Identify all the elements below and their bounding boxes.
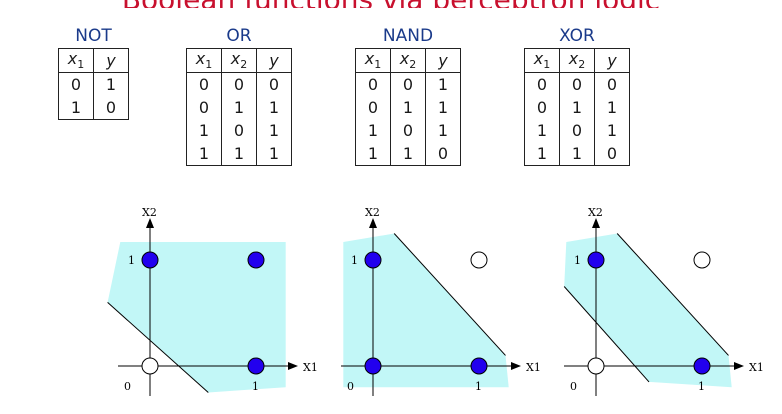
decision-boundary-xor-1 [616, 233, 729, 356]
y-axis-label: X2 [142, 206, 157, 219]
decision-region-xor [564, 233, 732, 388]
col-x1: x1 [524, 48, 560, 73]
cell: 1 [256, 142, 292, 166]
cell: 0 [93, 96, 129, 120]
y-tick-label: 1 [574, 254, 581, 267]
data-point-filled [247, 357, 265, 375]
origin-label: 0 [124, 380, 131, 393]
cell: 1 [425, 119, 461, 142]
decision-boundary-nand-0 [393, 233, 506, 356]
data-point-empty [587, 357, 605, 375]
y-tick-label: 1 [128, 254, 135, 267]
col-x1: x1 [58, 48, 94, 73]
x-axis-arrow-icon [734, 362, 744, 370]
data-point-empty [141, 357, 159, 375]
cell: 1 [594, 119, 630, 142]
x-axis-arrow-icon [288, 362, 298, 370]
cell: 0 [594, 142, 630, 166]
y-axis-label: X2 [588, 206, 603, 219]
y-axis-label: X2 [365, 206, 380, 219]
table-title-xor: XOR [559, 26, 595, 46]
col-y: y [256, 48, 292, 73]
x-axis-arrow-icon [511, 362, 521, 370]
col-y: y [425, 48, 461, 73]
data-point-filled [587, 251, 605, 269]
x-axis-label: X1 [303, 361, 318, 374]
origin-label: 0 [570, 380, 577, 393]
data-point-filled [364, 251, 382, 269]
x-tick-label: 1 [698, 380, 705, 393]
col-x1: x1 [186, 48, 222, 73]
cell: 1 [425, 72, 461, 96]
y-axis-arrow-icon [369, 218, 377, 228]
col-x2: x2 [559, 48, 595, 73]
decision-region-or [107, 242, 286, 393]
data-point-filled [470, 357, 488, 375]
table-title-nand: NAND [382, 26, 434, 46]
y-axis-arrow-icon [146, 218, 154, 228]
decision-boundary-or-0 [107, 302, 209, 393]
cell: 1 [256, 96, 292, 119]
x-tick-label: 1 [475, 380, 482, 393]
x-axis-label: X1 [526, 361, 541, 374]
cell: 1 [93, 72, 129, 96]
cell: 0 [256, 72, 292, 96]
data-point-empty [693, 251, 711, 269]
page-title: Boolean functions via perceptron logic [0, 0, 782, 8]
data-point-filled [141, 251, 159, 269]
col-x2: x2 [390, 48, 426, 73]
y-tick-label: 1 [351, 254, 358, 267]
x-tick-label: 1 [252, 380, 259, 393]
y-axis-arrow-icon [592, 218, 600, 228]
data-point-filled [247, 251, 265, 269]
table-title-or: OR [226, 26, 252, 46]
cell: 1 [256, 119, 292, 142]
decision-region-nand [343, 233, 509, 388]
origin-label: 0 [347, 380, 354, 393]
x-axis-label: X1 [749, 361, 764, 374]
col-y: y [93, 48, 129, 73]
data-point-filled [693, 357, 711, 375]
data-point-filled [364, 357, 382, 375]
cell: 0 [594, 72, 630, 96]
cell: 1 [594, 96, 630, 119]
table-title-not: NOT [75, 26, 112, 46]
cell: 0 [425, 142, 461, 166]
col-y: y [594, 48, 630, 73]
cell: 1 [425, 96, 461, 119]
data-point-empty [470, 251, 488, 269]
